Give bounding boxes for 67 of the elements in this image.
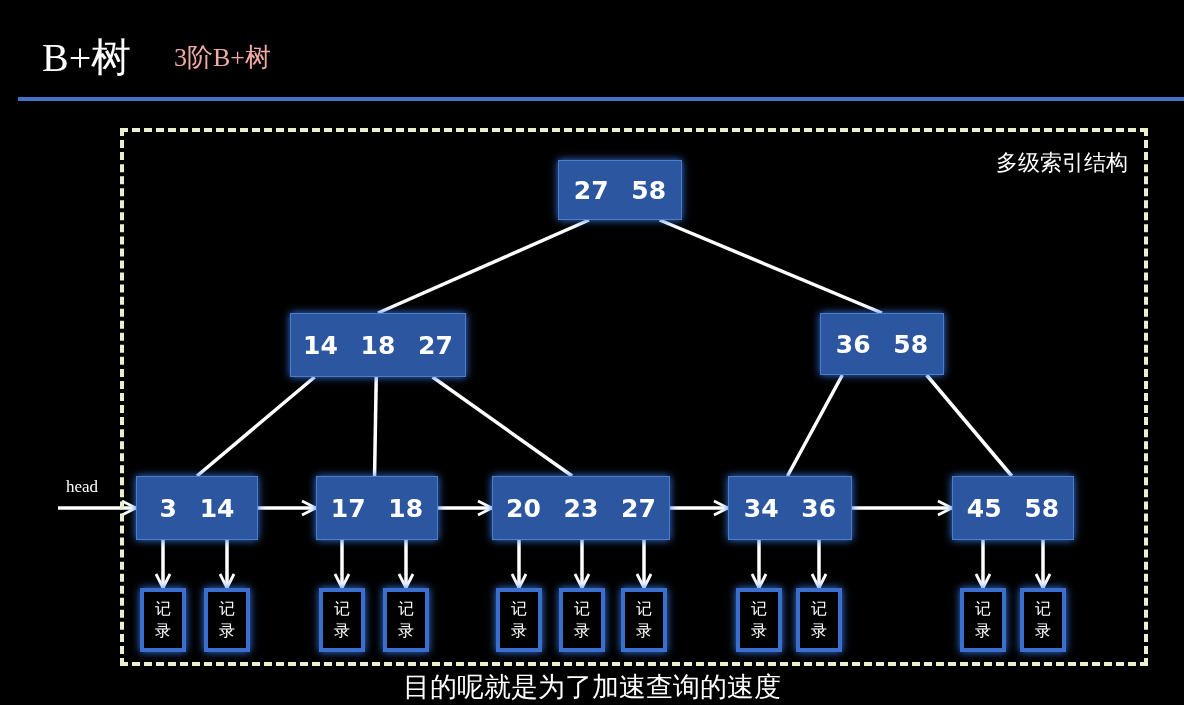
arrow [1034, 540, 1052, 590]
title: B+树 [42, 34, 132, 82]
key-values: 45 58 [966, 493, 1060, 523]
record-box [383, 588, 429, 652]
tree-link-line [372, 376, 378, 477]
record-label: 记录 [334, 597, 350, 642]
index-node-box [136, 476, 258, 540]
record-label: 记录 [1035, 597, 1051, 642]
arrow [635, 540, 653, 590]
arrow [258, 499, 318, 517]
key-values: 27 58 [573, 175, 667, 205]
index-node-box [316, 476, 438, 540]
frame-heading: 多级索引结构 [996, 149, 1128, 177]
arrow [750, 540, 768, 590]
arrow [670, 499, 730, 517]
tree-link-line [377, 218, 590, 315]
key-values: 17 18 [330, 493, 424, 523]
arrow [218, 540, 236, 590]
tree-link-line [925, 373, 1014, 478]
record-label: 记录 [975, 597, 991, 642]
record-label: 记录 [574, 597, 590, 642]
arrow [397, 540, 415, 590]
tree-link-line [659, 218, 883, 315]
tree-link-line [431, 375, 574, 478]
key-values: 20 23 27 [506, 493, 656, 523]
record-box [1020, 588, 1066, 652]
subtitle: 3阶B+树 [174, 42, 271, 74]
dashed-frame [120, 128, 1148, 666]
record-box [319, 588, 365, 652]
index-node-box [290, 313, 466, 377]
index-node-box [952, 476, 1074, 540]
arrow [510, 540, 528, 590]
key-values: 36 58 [835, 329, 929, 359]
arrow [810, 540, 828, 590]
record-label: 记录 [811, 597, 827, 642]
record-label: 记录 [511, 597, 527, 642]
key-values: 14 18 27 [303, 330, 453, 360]
index-node-box [820, 313, 944, 375]
subtitle-caption: 目的呢就是为了加速查询的速度 [402, 670, 782, 704]
arrow [974, 540, 992, 590]
record-label: 记录 [219, 597, 235, 642]
tree-link-line [195, 375, 316, 478]
record-label: 记录 [636, 597, 652, 642]
record-label: 记录 [398, 597, 414, 642]
record-label: 记录 [155, 597, 171, 642]
record-box [204, 588, 250, 652]
record-box [796, 588, 842, 652]
arrow [154, 540, 172, 590]
record-box [559, 588, 605, 652]
record-box [621, 588, 667, 652]
arrow [573, 540, 591, 590]
record-label: 记录 [751, 597, 767, 642]
index-node-box [492, 476, 670, 540]
arrow [852, 499, 954, 517]
key-values: 3 14 [159, 493, 235, 523]
record-box [960, 588, 1006, 652]
key-values: 34 36 [743, 493, 837, 523]
arrow [58, 499, 138, 517]
index-node-box [558, 160, 682, 220]
record-box [496, 588, 542, 652]
index-node-box [728, 476, 852, 540]
arrow [438, 499, 494, 517]
record-box [140, 588, 186, 652]
tree-link-line [786, 374, 844, 477]
edge-label: head [66, 477, 99, 497]
arrow [333, 540, 351, 590]
record-box [736, 588, 782, 652]
